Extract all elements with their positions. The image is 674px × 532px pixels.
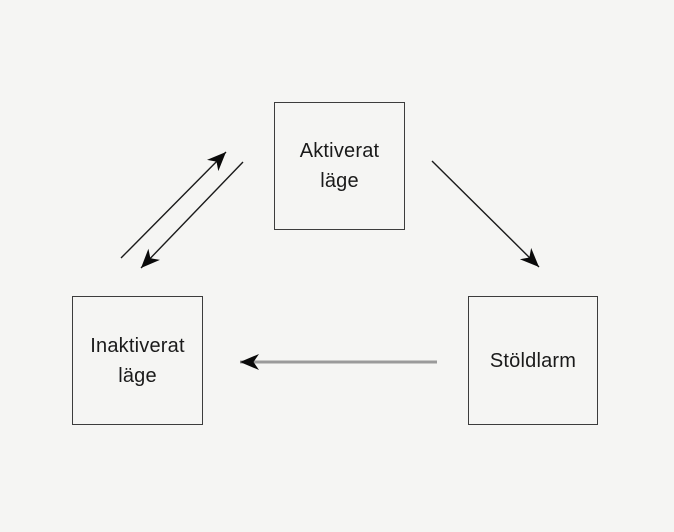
arrow-aktiverat-to-inaktiverat bbox=[140, 161, 244, 269]
state-box-aktiverat-lage: Aktiverat läge bbox=[274, 102, 405, 230]
state-label-line: Inaktiverat bbox=[90, 334, 185, 357]
state-label-line: läge bbox=[320, 170, 359, 192]
arrow-inaktiverat-to-aktiverat bbox=[120, 151, 227, 259]
state-label-line: Stöldlarm bbox=[489, 349, 577, 372]
arrow-aktiverat-to-stoldlarm bbox=[431, 160, 540, 268]
state-label-line: läge bbox=[118, 364, 157, 387]
state-box-stoldlarm: Stöldlarm bbox=[468, 296, 598, 425]
state-label-line: Aktiverat bbox=[299, 140, 380, 162]
state-box-inaktiverat-lage: Inaktiverat läge bbox=[72, 296, 203, 425]
